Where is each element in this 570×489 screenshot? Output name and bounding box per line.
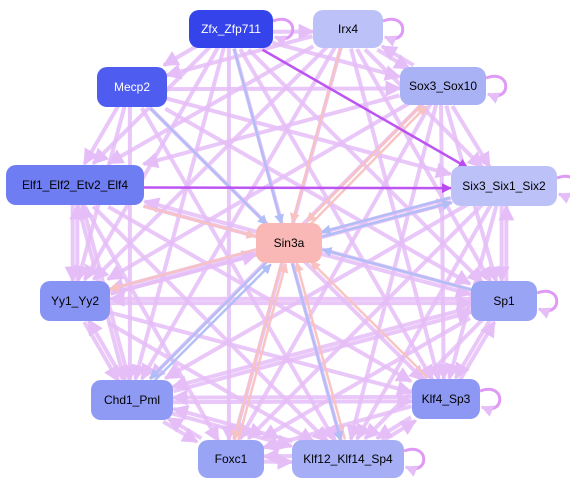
edge-sox3-to-irx4: [380, 44, 415, 67]
node-label-chd1: Chd1_Pml: [104, 393, 160, 407]
edge-irx4-to-yy1: [92, 45, 329, 282]
edge-mecp2-to-sin3a: [149, 107, 268, 226]
edge-mecp2-to-sox3: [167, 80, 402, 97]
node-box-yy1: [40, 281, 110, 321]
node-box-klf12: [292, 440, 404, 478]
edge-foxc1-to-chd1: [166, 416, 203, 440]
node-label-elf1: Elf1_Elf2_Etv2_Elf4: [22, 178, 128, 192]
edge-chd1-to-sin3a: [152, 263, 272, 383]
edge-sin3a-to-chd1: [149, 260, 269, 380]
node-label-irx4: Irx4: [338, 22, 358, 36]
edge-sox3-to-six3: [450, 105, 492, 169]
edge-sp1-to-foxc1: [260, 316, 472, 440]
edge-six3-to-foxc1: [246, 203, 484, 440]
node-sin3a[interactable]: Sin3a: [256, 223, 322, 263]
node-chd1[interactable]: Chd1_Pml: [91, 380, 173, 420]
node-klf4[interactable]: Klf4_Sp3: [412, 379, 480, 419]
edge-klf4-to-sp1: [458, 320, 497, 382]
node-label-sin3a: Sin3a: [274, 236, 305, 250]
node-box-mecp2: [97, 67, 167, 107]
edge-sp1-to-sin3a: [321, 247, 472, 292]
node-label-klf4: Klf4_Sp3: [422, 392, 471, 406]
node-yy1[interactable]: Yy1_Yy2: [40, 281, 110, 321]
edge-klf12-to-chd1: [171, 404, 294, 444]
node-label-mecp2: Mecp2: [114, 80, 150, 94]
node-box-klf4: [412, 379, 480, 419]
self-loop-six3: [556, 174, 570, 204]
edge-klf12-to-sin3a: [294, 261, 347, 440]
node-label-foxc1: Foxc1: [215, 452, 248, 466]
edge-six3-to-chd1: [164, 202, 469, 380]
edge-klf12-to-klf4: [380, 419, 417, 444]
node-elf1[interactable]: Elf1_Elf2_Etv2_Elf4: [6, 165, 144, 205]
node-box-irx4: [313, 10, 383, 48]
edge-elf1-to-klf4: [107, 204, 413, 384]
node-box-chd1: [91, 380, 173, 420]
node-zfx[interactable]: Zfx_Zfp711: [189, 10, 273, 48]
edge-mecp2-to-sp1: [164, 106, 472, 286]
node-box-sp1: [471, 281, 537, 321]
node-box-elf1: [6, 165, 144, 205]
edge-klf4-to-chd1: [171, 389, 412, 406]
node-box-sox3: [400, 67, 486, 105]
edge-sox3-to-sin3a: [305, 102, 424, 223]
edge-klf4-to-sin3a: [310, 260, 429, 379]
edge-chd1-to-klf4: [172, 393, 414, 410]
edge-sin3a-to-yy1: [108, 248, 256, 292]
node-label-klf12: Klf12_Klf14_Sp4: [303, 452, 393, 466]
edge-sin3a-to-klf12: [291, 263, 344, 442]
node-klf12[interactable]: Klf12_Klf14_Sp4: [292, 440, 404, 478]
edge-elf1-to-sin3a: [143, 205, 257, 239]
edge-mecp2-to-elf1: [82, 104, 120, 166]
self-loop-klf12: [403, 447, 426, 477]
self-loop-irx4: [382, 17, 405, 47]
node-label-six3: Six3_Six1_Six2: [462, 179, 546, 193]
edge-sp1-to-chd1: [170, 305, 471, 391]
edge-sin3a-to-foxc1: [231, 262, 283, 441]
node-sox3[interactable]: Sox3_Sox10: [400, 67, 486, 105]
edge-zfx-to-sin3a: [232, 48, 284, 225]
node-box-six3: [451, 166, 557, 206]
edge-zfx-to-mecp2: [162, 44, 198, 67]
node-label-sox3: Sox3_Sox10: [409, 79, 477, 93]
node-label-sp1: Sp1: [493, 294, 515, 308]
node-irx4[interactable]: Irx4: [313, 10, 383, 48]
node-sp1[interactable]: Sp1: [471, 281, 537, 321]
edge-zfx-to-six3: [261, 48, 469, 169]
self-loop-sox3: [485, 74, 508, 104]
self-loop-klf4: [479, 387, 502, 417]
node-box-zfx: [189, 10, 273, 48]
edge-chd1-to-yy1: [86, 318, 125, 380]
node-six3[interactable]: Six3_Six1_Six2: [451, 166, 557, 206]
edge-sin3a-to-six3: [322, 199, 453, 238]
edge-chd1-to-sp1: [172, 307, 474, 394]
edge-mecp2-to-six3: [165, 96, 453, 179]
node-mecp2[interactable]: Mecp2: [97, 67, 167, 107]
self-loop-sp1: [536, 289, 559, 319]
node-label-zfx: Zfx_Zfp711: [201, 22, 261, 36]
edge-irx4-to-mecp2: [164, 34, 313, 80]
edge-sox3-to-yy1: [106, 101, 411, 282]
self-loop-zfx: [272, 17, 295, 47]
edge-irx4-to-chd1: [140, 45, 337, 381]
self-loops-layer: [272, 17, 570, 477]
edge-irx4-to-elf1: [107, 44, 315, 166]
edge-foxc1-to-sin3a: [237, 262, 289, 441]
node-box-sin3a: [256, 223, 322, 263]
edge-sin3a-to-sox3: [309, 105, 428, 226]
edge-sox3-to-elf1: [141, 93, 400, 169]
edge-six3-to-sin3a: [320, 196, 451, 235]
node-label-yy1: Yy1_Yy2: [51, 294, 99, 308]
node-foxc1[interactable]: Foxc1: [198, 440, 264, 478]
edge-irx4-to-sin3a: [289, 47, 342, 224]
edge-elf1-to-six3: [143, 183, 452, 194]
node-box-foxc1: [198, 440, 264, 478]
